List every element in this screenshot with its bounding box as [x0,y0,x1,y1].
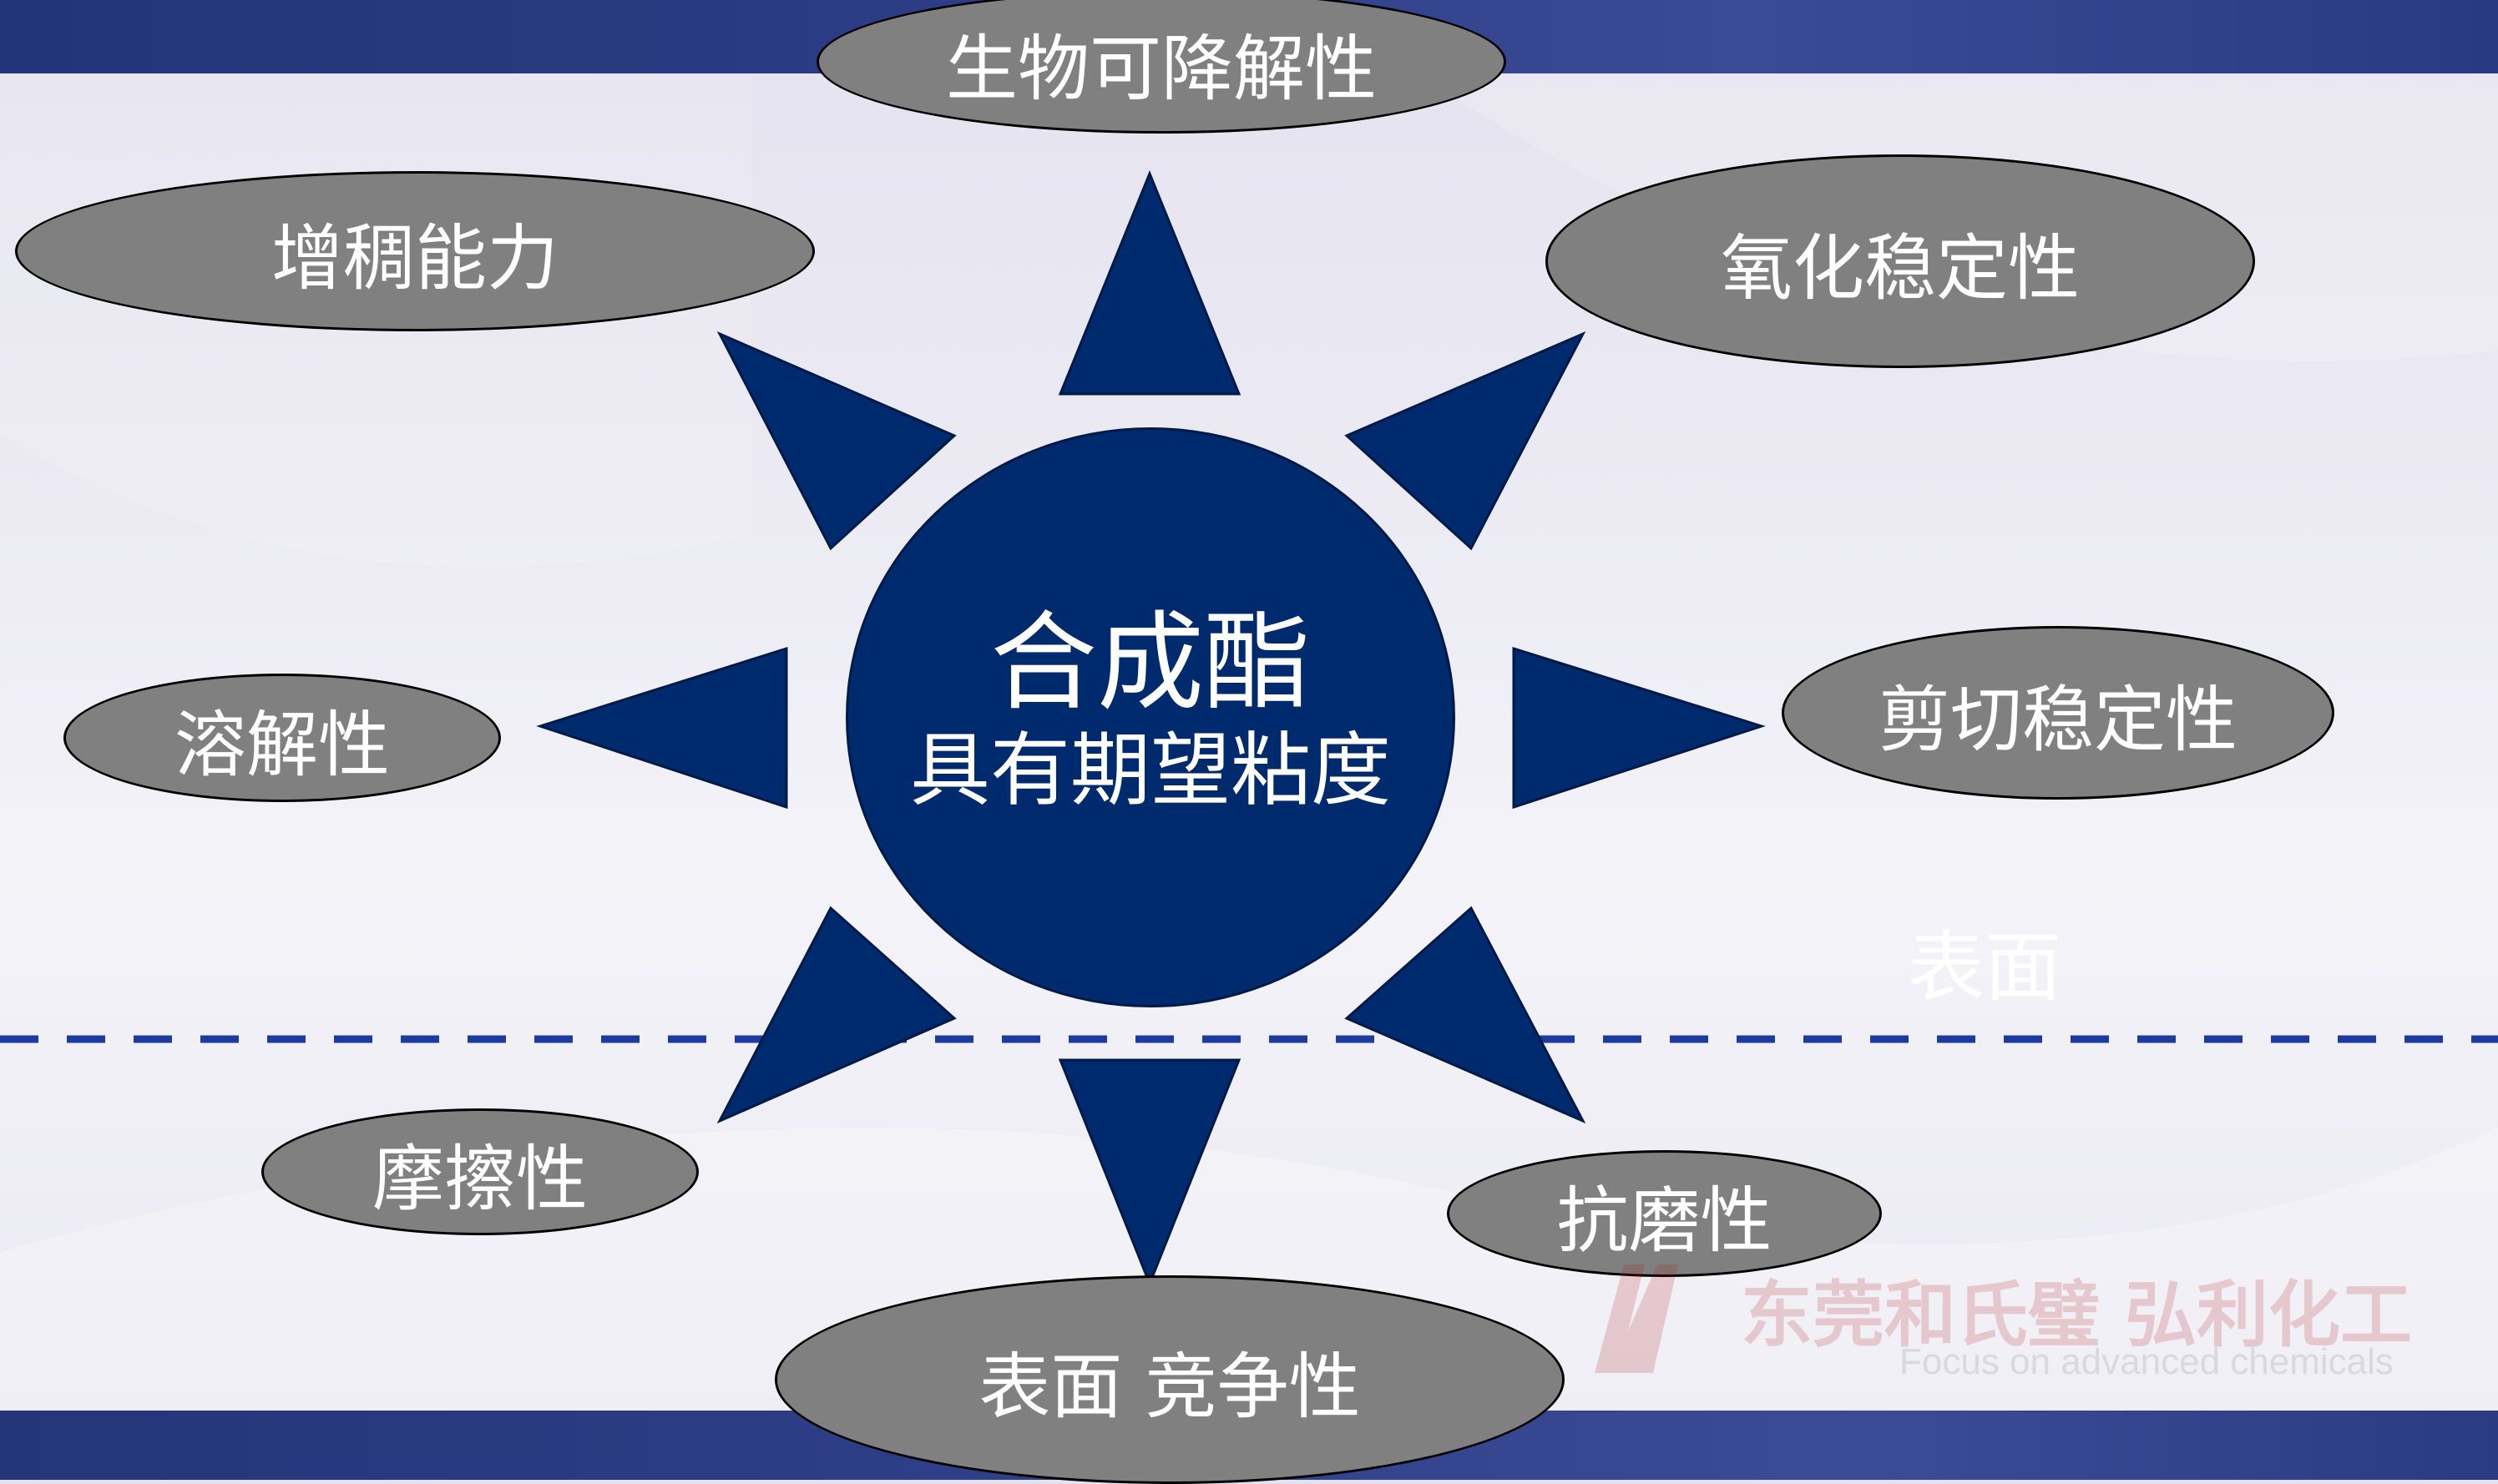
property-antiwear: 抗磨性 [1447,1150,1882,1277]
watermark-slogan: Focus on advanced chemicals [1899,1341,2394,1382]
property-friction: 摩擦性 [261,1108,699,1235]
arrow-up-right [1344,331,1586,551]
arrow-up [1058,170,1241,396]
arrow-up-left [716,331,957,551]
company-logo-icon [1595,1264,1678,1373]
arrow-down-left [716,906,957,1124]
surface-label: 表面 [1908,923,2062,1012]
arrow-right [1512,646,1766,810]
watermark-company: 东莞和氏璧 弘利化工 [1741,1274,2412,1357]
property-biodegradability: 生物可降解性 [817,0,1506,134]
arrow-down-right [1344,906,1586,1124]
property-oxidation-stability: 氧化稳定性 [1545,154,2255,368]
arrow-left [536,646,788,810]
center-subtitle: 具有期望粘度 [910,723,1391,817]
arrow-down [1058,1058,1241,1288]
property-thickening-ability: 增稠能力 [15,171,815,331]
watermark: 东莞和氏璧 弘利化工 Focus on advanced chemicals [1578,1248,2463,1398]
property-surface-competitiveness: 表面 竞争性 [775,1275,1565,1484]
property-solubility: 溶解性 [63,674,501,802]
property-shear-stability: 剪切稳定性 [1782,626,2334,800]
center-title: 合成酯 [989,600,1311,725]
center-circle: 合成酯 具有期望粘度 [846,427,1455,1007]
